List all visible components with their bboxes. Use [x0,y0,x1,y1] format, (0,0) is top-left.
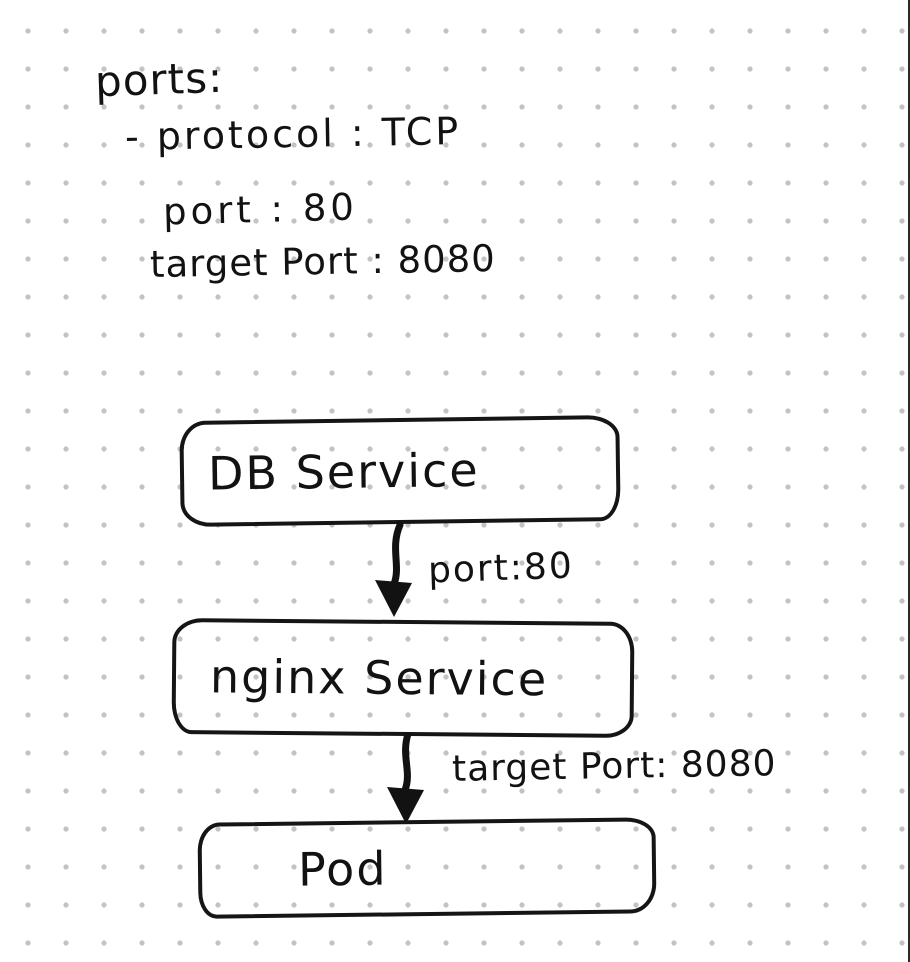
node-pod: Pod [197,817,657,919]
note-port-line: port : 80 [162,185,359,234]
node-pod-label: Pod [297,841,388,897]
edge-label-port: port:80 [427,545,575,592]
arrow-db-to-nginx [375,522,412,617]
arrow-nginx-to-pod [387,732,424,824]
note-ports-title: ports: [94,52,224,107]
edge-label-target-port: target Port: 8080 [451,743,777,790]
note-protocol-line: - protocol : TCP [124,109,462,159]
node-db-service: DB Service [179,414,621,528]
node-nginx-service: nginx Service [171,617,635,739]
note-target-port-line: target Port : 8080 [149,236,497,287]
node-nginx-service-label: nginx Service [209,649,549,707]
node-db-service-label: DB Service [207,442,480,501]
